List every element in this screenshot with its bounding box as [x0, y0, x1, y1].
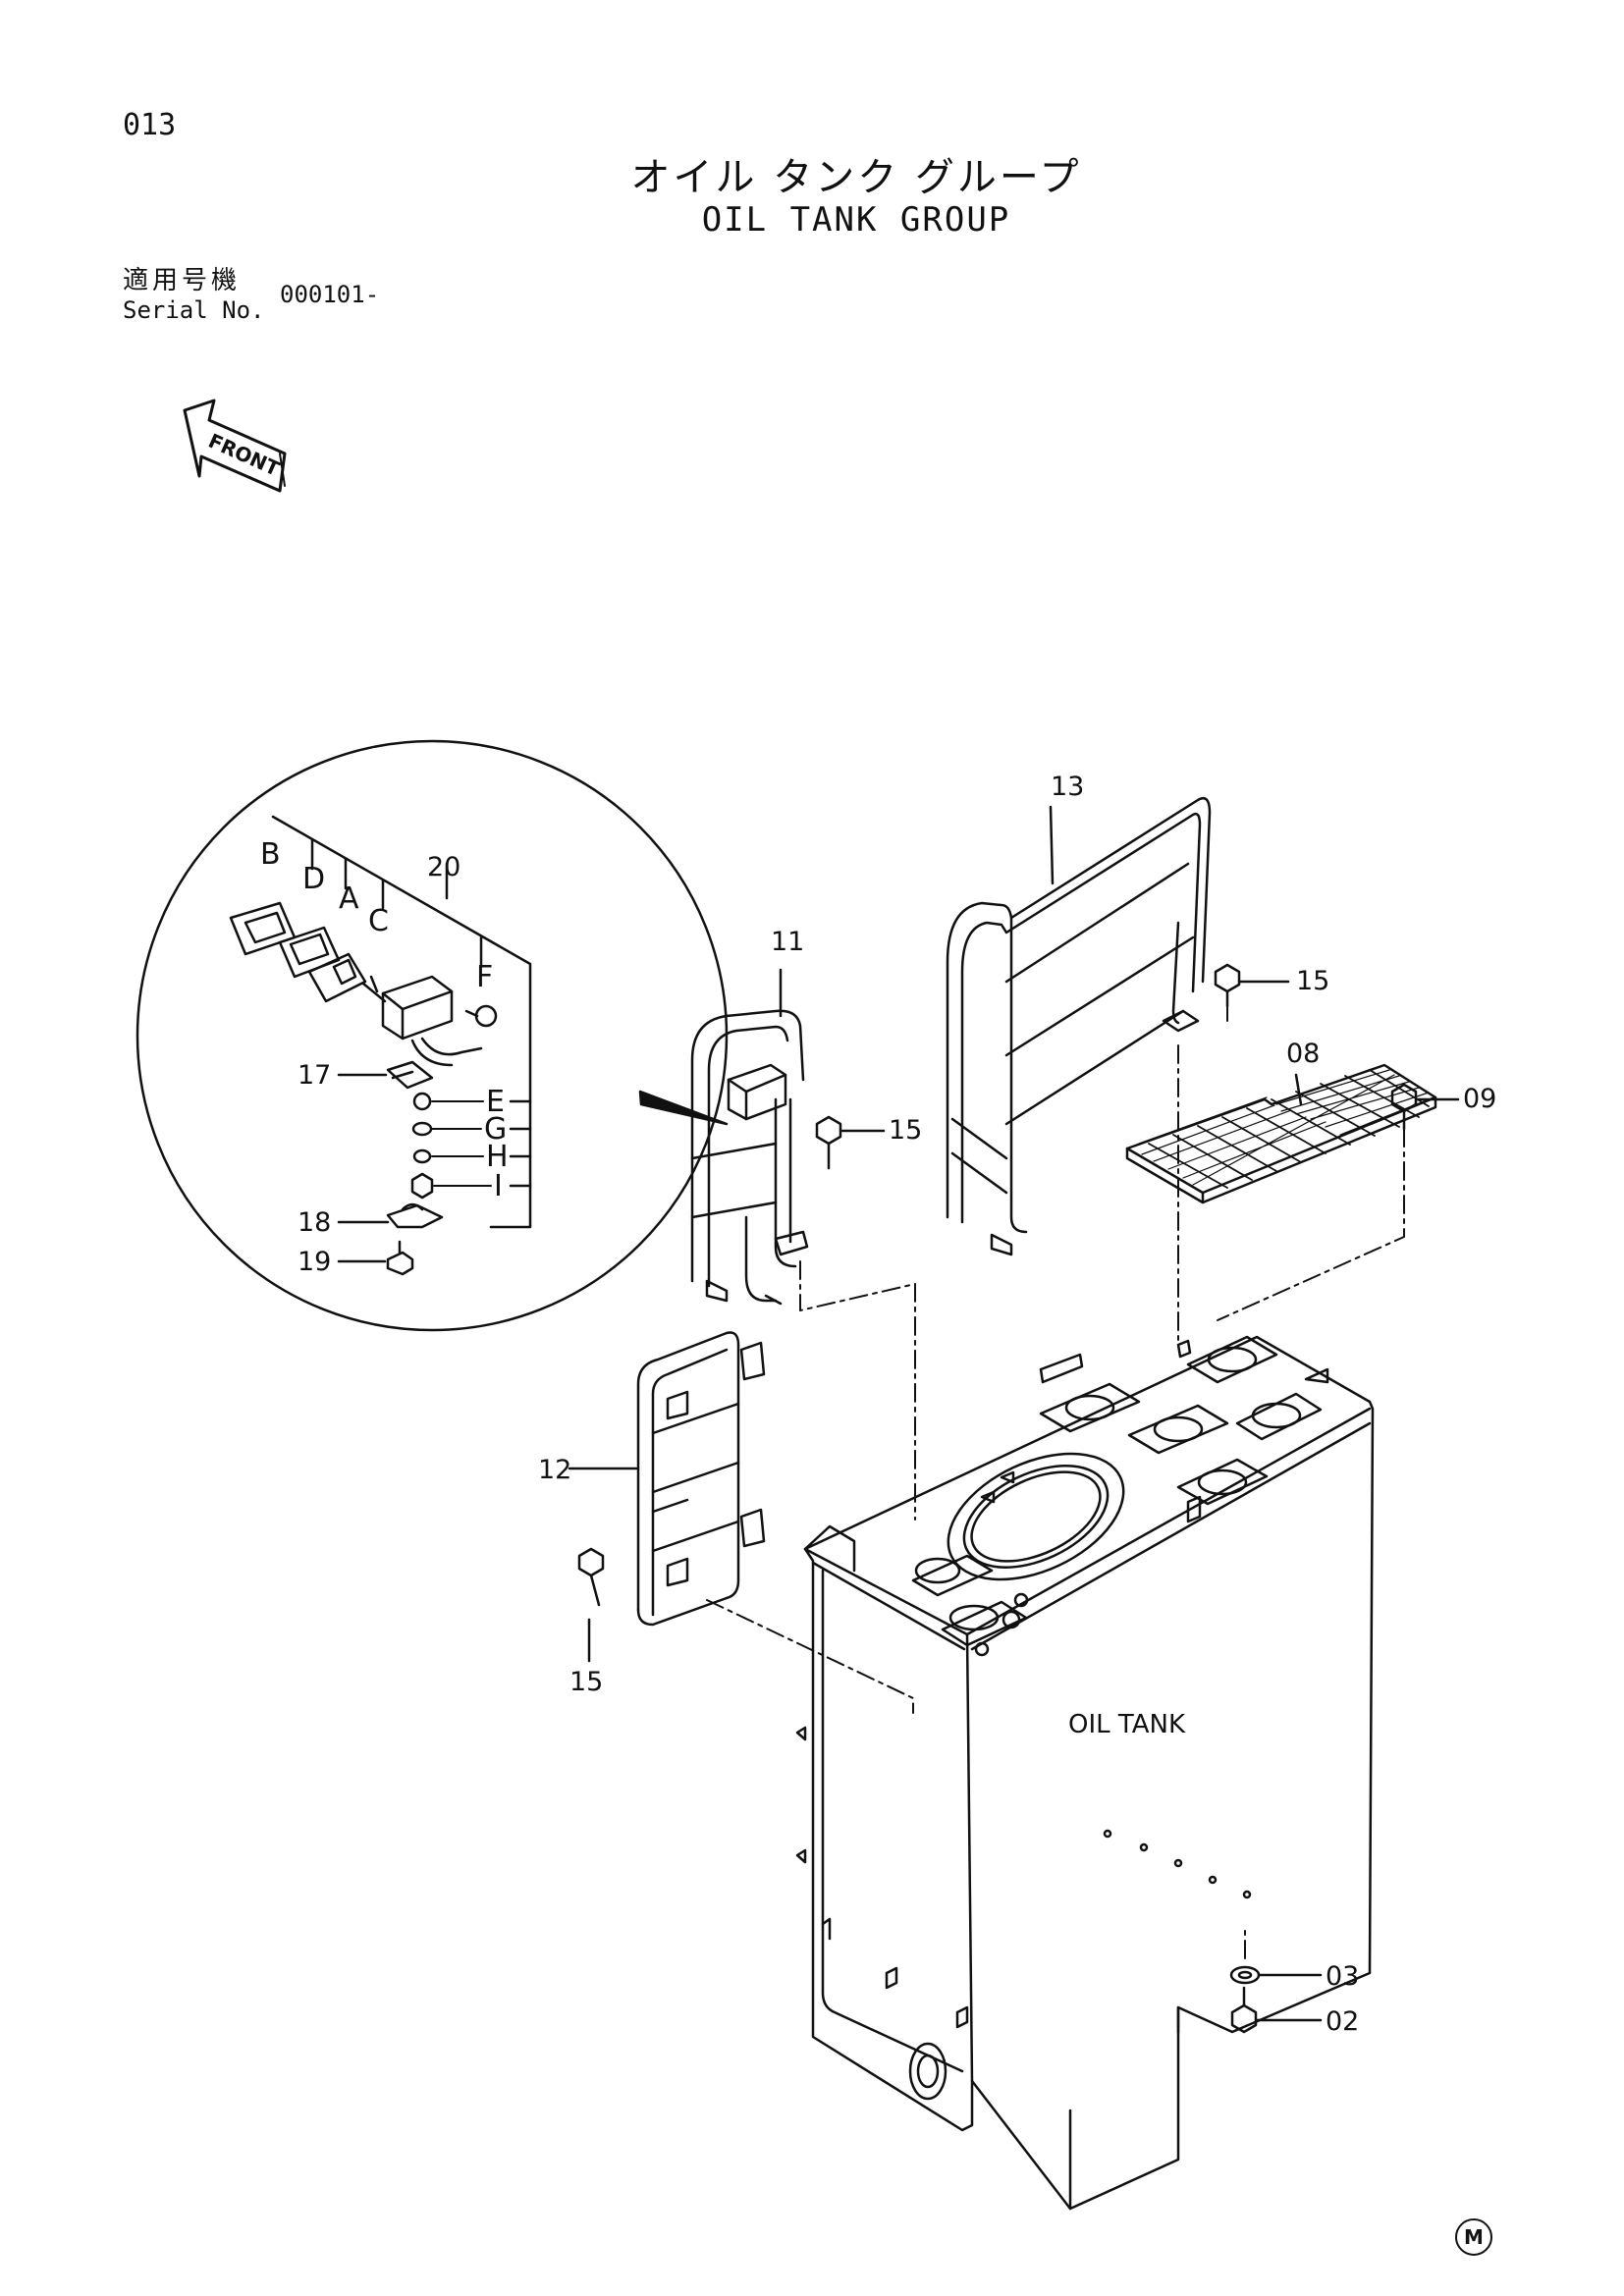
callout-15-left: 15: [569, 1667, 603, 1697]
washer-03-icon: [1229, 1965, 1261, 1985]
detail-leaders: [431, 1100, 492, 1187]
callout-E: E: [486, 1085, 505, 1119]
bolt-15-mid-icon: [815, 1115, 842, 1170]
callout-13: 13: [1051, 772, 1084, 802]
serial-label-english: Serial No.: [123, 296, 265, 324]
assembly-lines: [706, 1005, 1405, 1959]
bolt-15-left-icon: [577, 1547, 605, 1607]
bolt-15-top-icon: [1214, 963, 1241, 1008]
callout-18: 18: [298, 1207, 331, 1238]
callout-G: G: [484, 1112, 507, 1147]
callout-I: I: [494, 1169, 503, 1203]
callout-A: A: [339, 881, 359, 916]
detail-circle: [135, 739, 729, 1332]
grating-08: [1125, 1063, 1437, 1204]
ladder-12: [636, 1331, 766, 1627]
callout-leaders: [568, 805, 1460, 2022]
callout-11: 11: [771, 927, 804, 957]
callout-D: D: [302, 862, 325, 896]
callout-B: B: [260, 837, 281, 872]
callout-15-mid: 15: [889, 1115, 922, 1146]
callout-03: 03: [1326, 1961, 1359, 1992]
tank-label: OIL TANK: [1068, 1710, 1186, 1739]
callout-F: F: [476, 960, 493, 994]
callout-02: 02: [1326, 2006, 1359, 2037]
bolt-02-icon: [1230, 1986, 1258, 2034]
handrail-13: [946, 796, 1212, 1256]
callout-15-top: 15: [1296, 966, 1329, 996]
callout-12: 12: [538, 1455, 571, 1485]
callout-labels: 13 11 15 08 09 15 12 15 03 02 20 17 18 1…: [260, 772, 1496, 2037]
page-number: 013: [123, 108, 177, 142]
bolt-09-icon: [1390, 1083, 1418, 1131]
handrail-11: [690, 1009, 809, 1306]
title-japanese: オイル タンク グループ: [630, 155, 1082, 200]
callout-H: H: [486, 1140, 509, 1174]
serial-label-japanese: 適用号機: [123, 266, 242, 295]
callout-09: 09: [1463, 1084, 1496, 1114]
front-arrow-icon: FRONT: [183, 399, 287, 493]
callout-C: C: [368, 904, 389, 938]
serial-value: 000101-: [280, 281, 380, 308]
oil-tank: OIL TANK: [795, 1335, 1375, 2211]
callout-19: 19: [298, 1247, 331, 1277]
title-english: OIL TANK GROUP: [701, 200, 1011, 240]
manufacturer-mark-icon: M: [1455, 2218, 1492, 2256]
callout-17: 17: [298, 1060, 331, 1091]
callout-08: 08: [1286, 1039, 1320, 1069]
callout-20: 20: [427, 852, 460, 882]
